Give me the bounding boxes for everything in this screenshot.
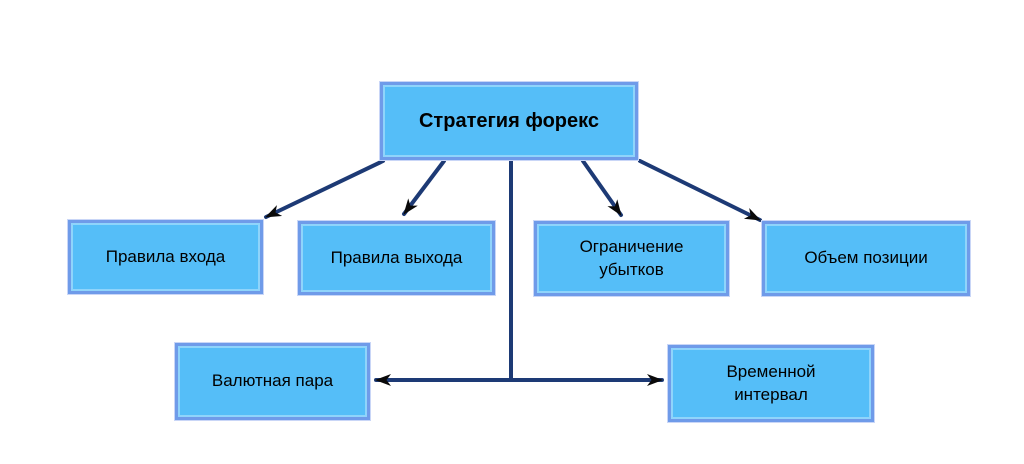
node-exit-rules: Правила выхода [298,221,495,295]
connector-root-to-loss-limit [581,159,623,217]
node-currency-pair: Валютная пара [175,343,370,420]
connector-root-to-exit-rules [402,159,446,216]
node-strategy-root-label: Стратегия форекс [418,110,599,132]
node-time-interval-label: Временной интервал [726,362,816,404]
node-currency-pair-label: Валютная пара [211,371,334,391]
node-entry-rules: Правила входа [68,220,263,294]
connector-root-to-position-size [638,159,762,222]
node-position-size: Объем позиции [762,221,970,296]
connector-root-to-entry-rules [264,159,385,219]
node-loss-limit-label: Ограничение убытков [579,237,684,279]
node-exit-rules-label: Правила выхода [330,247,463,267]
node-strategy-root: Стратегия форекс [380,82,638,160]
node-loss-limit: Ограничение убытков [534,221,729,296]
node-position-size-label: Объем позиции [804,248,928,268]
node-time-interval: Временной интервал [668,345,874,422]
node-entry-rules-label: Правила входа [105,246,226,266]
